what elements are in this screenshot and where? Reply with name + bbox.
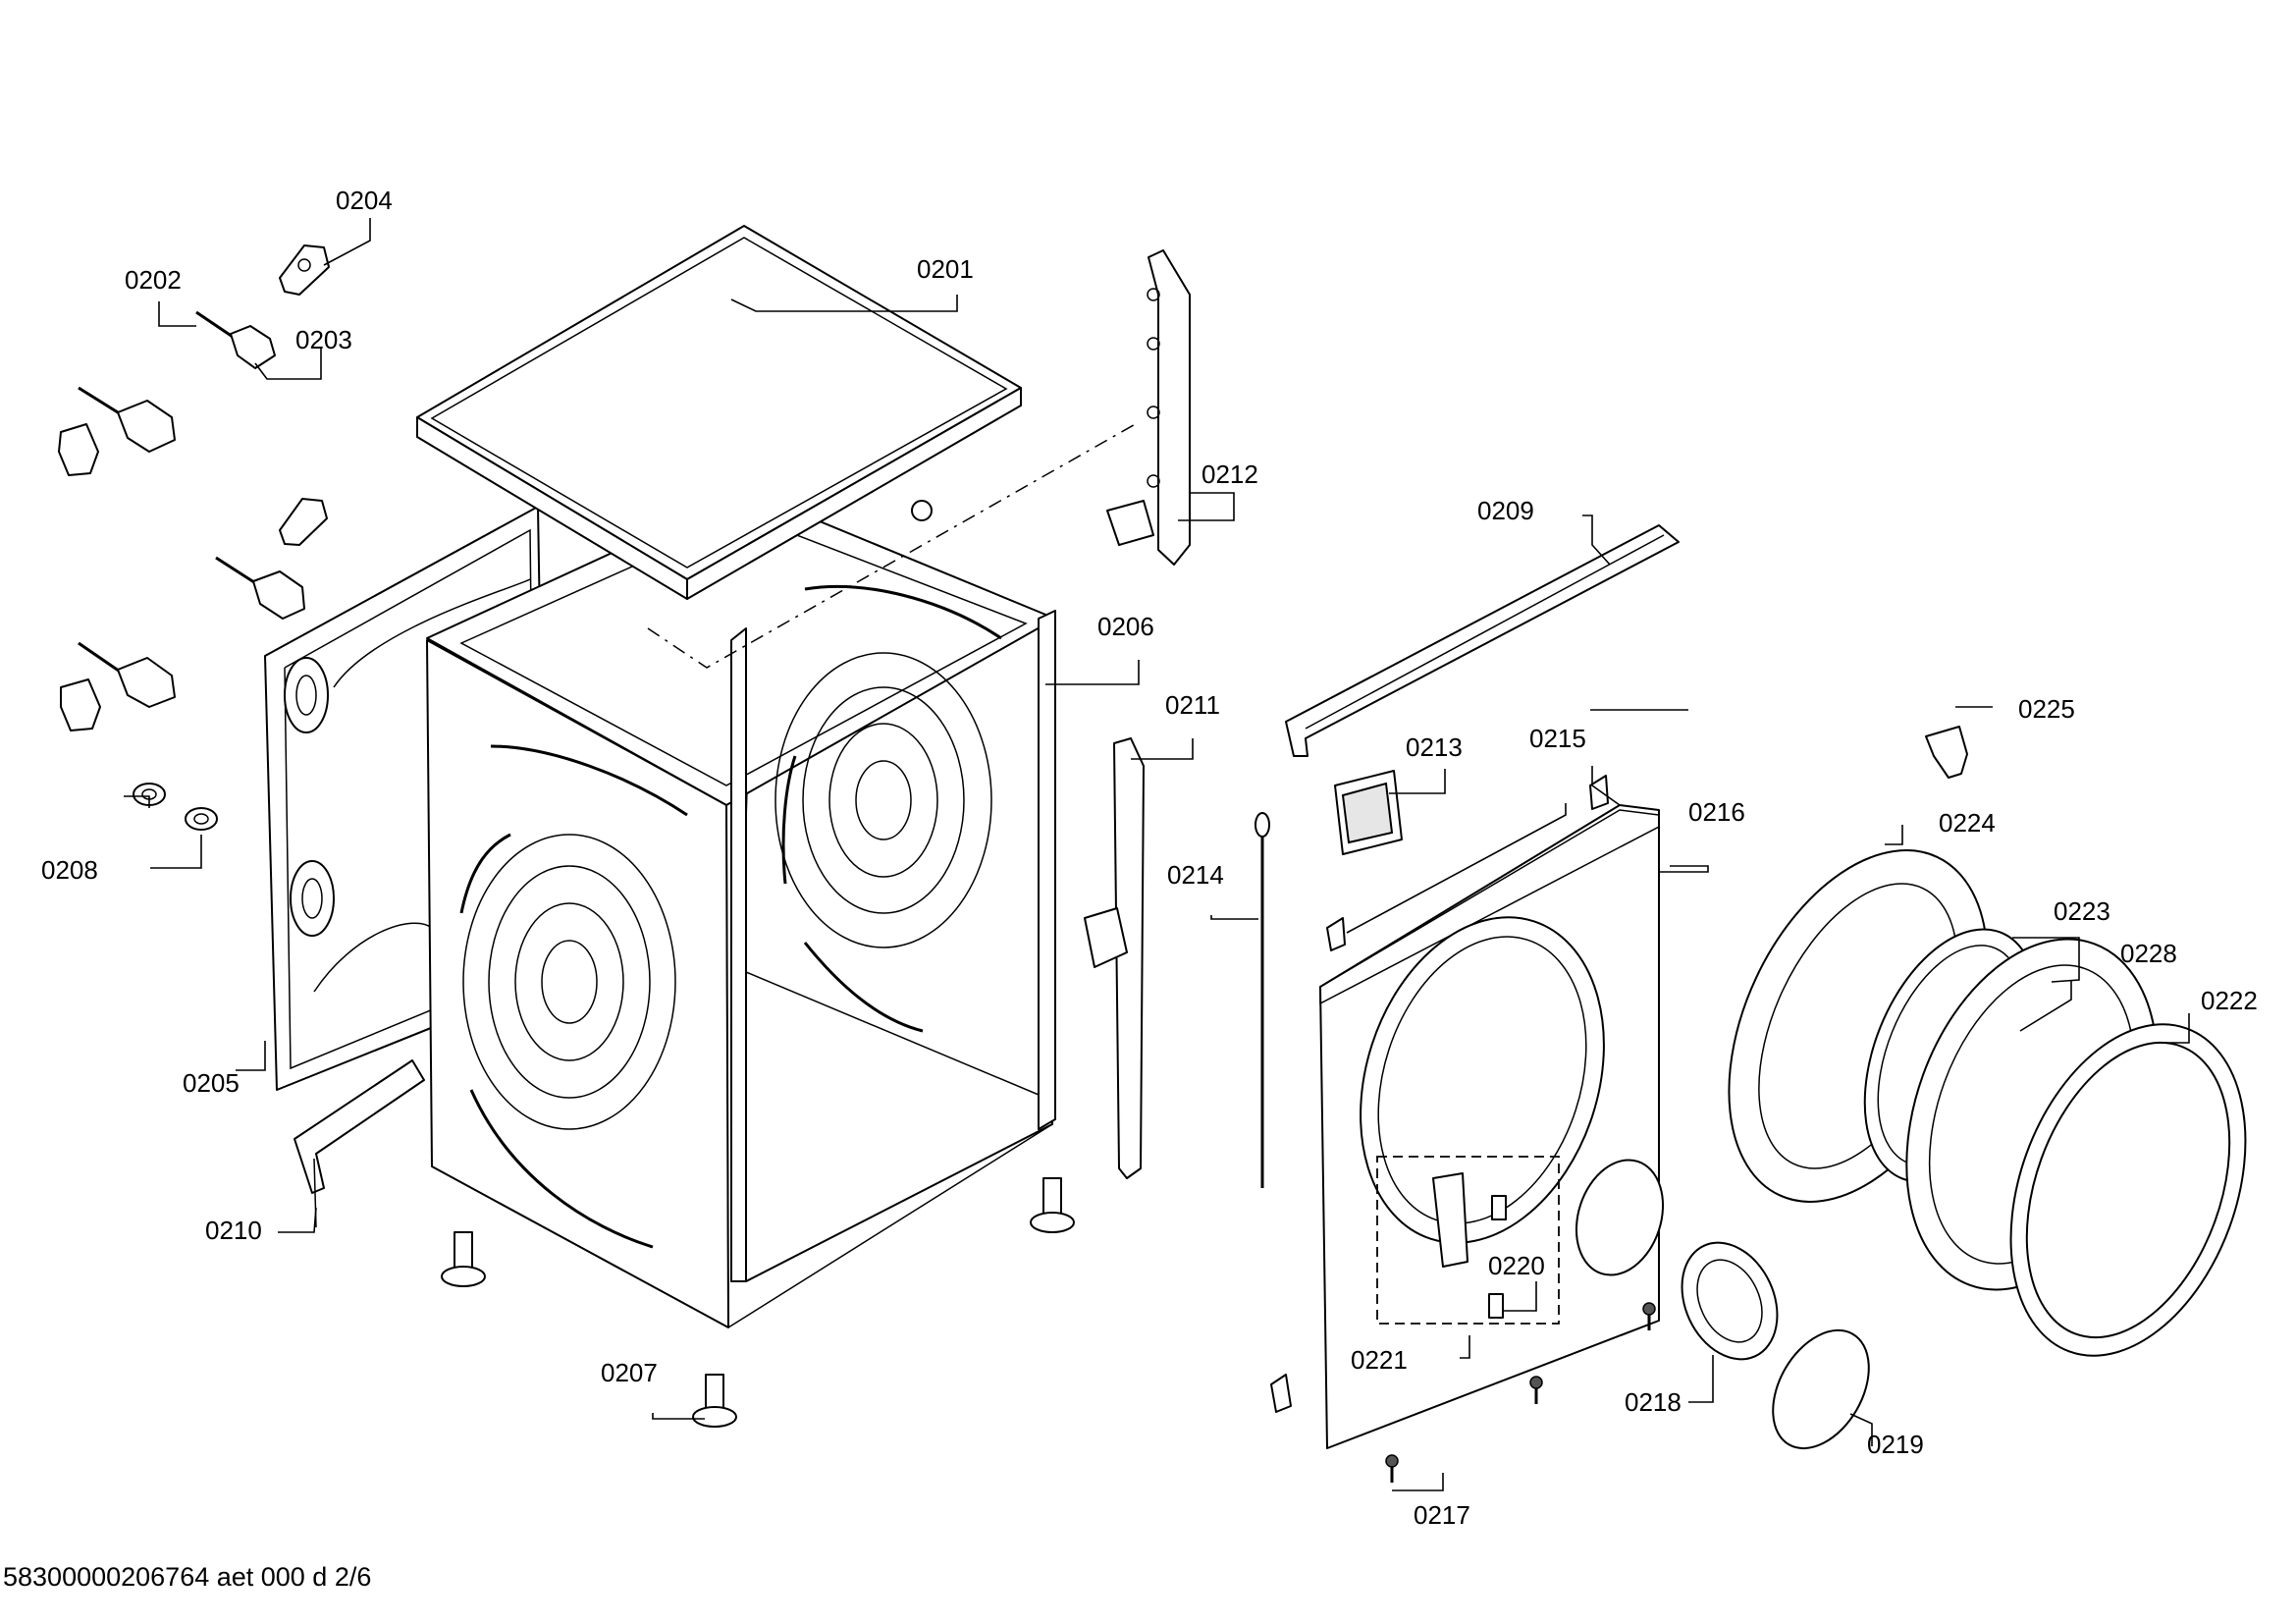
label-0212: 0212 [1201, 460, 1258, 489]
label-0202: 0202 [125, 265, 182, 295]
label-0211: 0211 [1165, 690, 1220, 720]
label-0218: 0218 [1625, 1387, 1682, 1417]
label-0224: 0224 [1939, 808, 1996, 838]
front-cross-bar[interactable] [1285, 524, 1680, 757]
label-0216: 0216 [1688, 797, 1745, 827]
label-0203: 0203 [295, 325, 352, 354]
label-0215: 0215 [1529, 724, 1586, 753]
electronic-module[interactable] [1334, 770, 1403, 855]
label-0208: 0208 [41, 855, 98, 885]
label-0225: 0225 [2018, 694, 2075, 724]
label-0207: 0207 [601, 1358, 658, 1387]
label-0213: 0213 [1406, 732, 1463, 762]
label-0220: 0220 [1488, 1251, 1545, 1280]
label-0209: 0209 [1477, 496, 1534, 525]
label-0222: 0222 [2201, 986, 2258, 1015]
door-switch[interactable] [1925, 726, 1968, 779]
label-0206: 0206 [1097, 612, 1154, 641]
document-code: 58300000206764 aet 000 d 2/6 [3, 1562, 372, 1592]
door-lock-housing[interactable] [1664, 1227, 1795, 1375]
label-0210: 0210 [205, 1216, 262, 1245]
label-0204: 0204 [336, 186, 393, 215]
label-0201: 0201 [917, 254, 974, 284]
round-cover[interactable] [1753, 1314, 1889, 1466]
label-0223: 0223 [2054, 896, 2110, 926]
hose-bracket[interactable] [294, 1059, 425, 1228]
label-0219: 0219 [1867, 1430, 1924, 1459]
screws[interactable] [1385, 1302, 1656, 1483]
door-ring[interactable] [1968, 992, 2288, 1388]
top-panel[interactable] [416, 225, 1022, 600]
label-0228: 0228 [2120, 939, 2177, 968]
label-0221: 0221 [1351, 1345, 1408, 1375]
part-labels: 0201 0202 0203 0204 0205 0206 0207 0208 … [41, 186, 2258, 1530]
label-0217: 0217 [1414, 1500, 1470, 1530]
assembly-line [647, 421, 1140, 669]
hinge-clips[interactable] [1270, 775, 1609, 1413]
rear-rail-bracket[interactable] [1106, 249, 1191, 566]
rod[interactable] [1255, 812, 1270, 1188]
transport-bolt-set[interactable] [58, 244, 330, 731]
caps[interactable] [133, 783, 218, 831]
front-panel[interactable] [1319, 804, 1677, 1449]
cabinet-body[interactable] [426, 490, 1056, 1328]
side-rail[interactable] [1084, 737, 1145, 1179]
label-0205: 0205 [183, 1068, 240, 1098]
leader-lines [124, 218, 2190, 1491]
label-0214: 0214 [1167, 860, 1224, 890]
feet[interactable] [441, 1177, 1075, 1428]
